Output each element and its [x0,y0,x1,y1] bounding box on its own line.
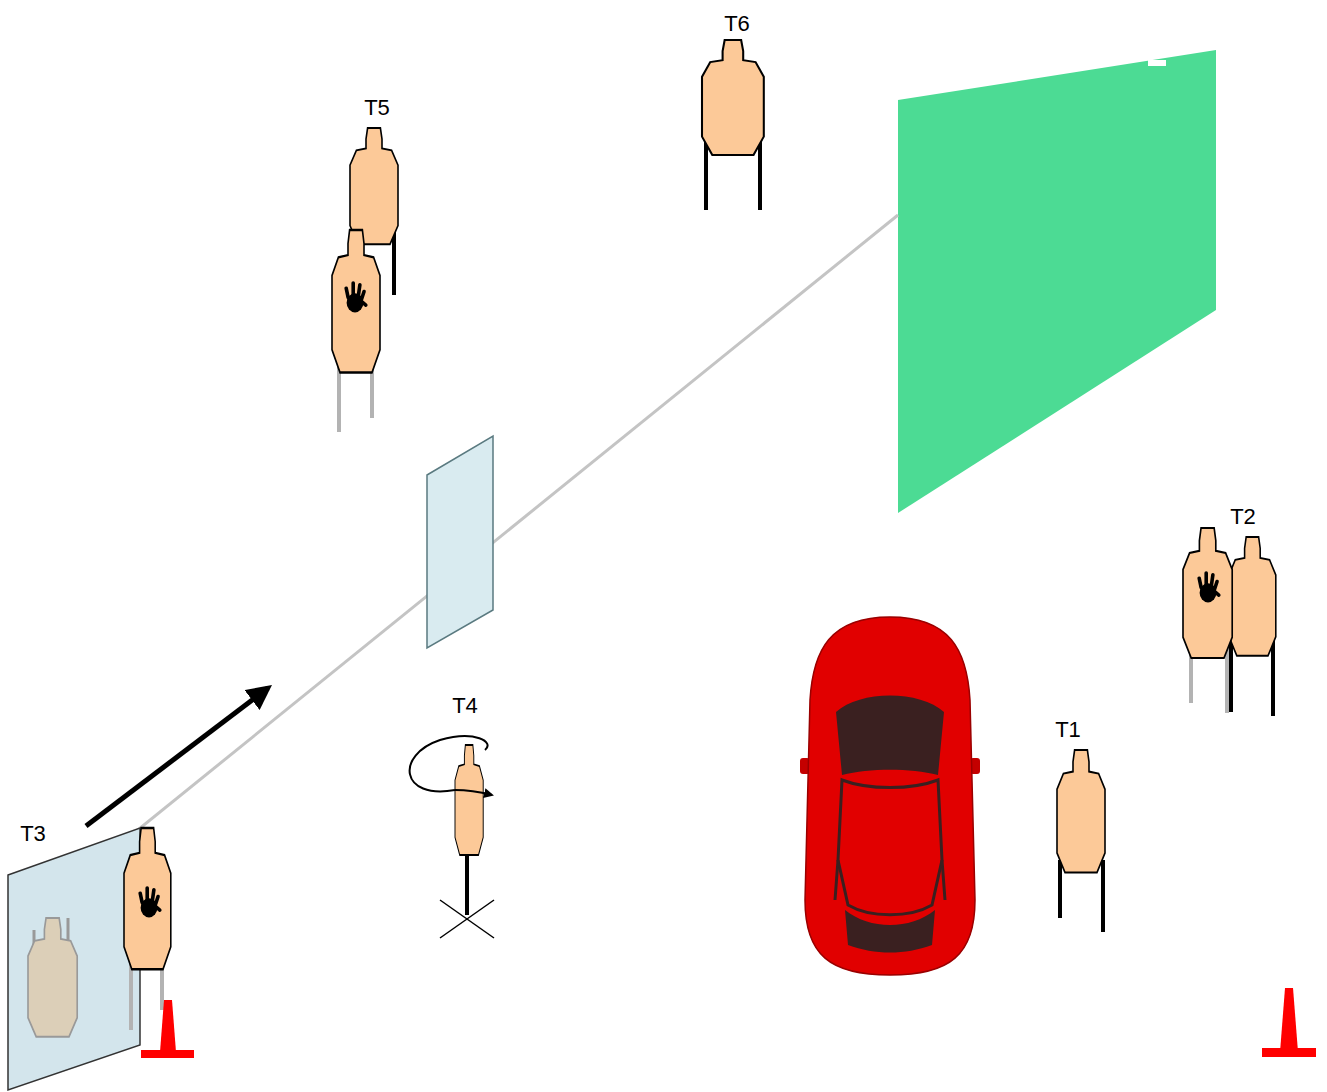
track-line [45,215,898,905]
movement-arrow [86,688,268,826]
no-shoot-target [124,828,171,1030]
car [800,617,980,975]
traffic-cone [1262,988,1316,1057]
traffic-cone [141,1000,194,1058]
shoot-target [1229,537,1276,716]
swinging-target [410,736,494,938]
target-label: T2 [1230,505,1256,529]
target-label: T6 [724,12,750,36]
wall [898,50,1216,513]
shoot-target [702,40,764,210]
shoot-target [1057,750,1105,932]
target-label: T5 [364,96,390,120]
no-shoot-target [1183,528,1232,713]
target-label: T3 [20,822,46,846]
target-label: T1 [1055,718,1081,742]
glass-panel [427,436,493,648]
wall-mark [1148,60,1166,66]
glass-barrier [8,828,140,1090]
target-label: T4 [452,694,478,718]
no-shoot-target [332,230,380,432]
